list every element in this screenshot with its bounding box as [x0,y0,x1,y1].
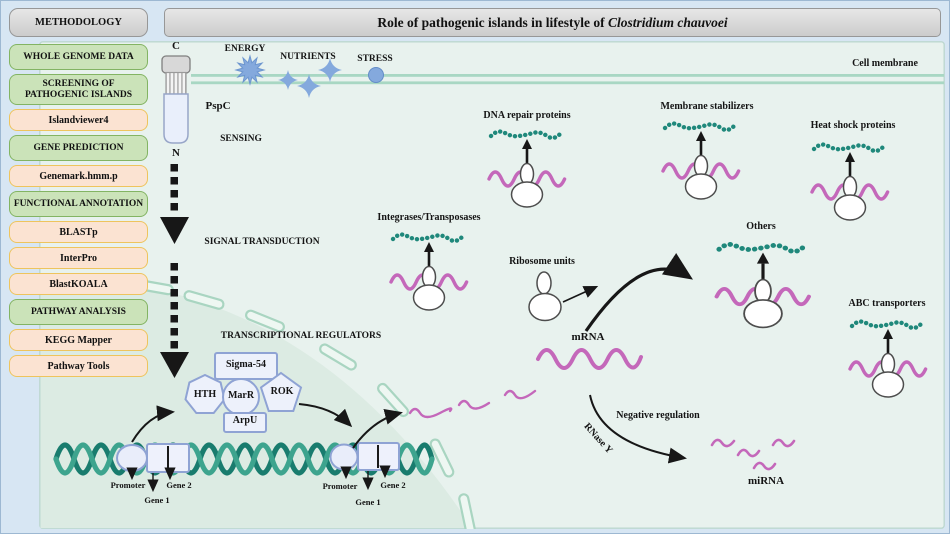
hth-shape [184,373,226,414]
receptor-transmembrane [165,71,187,95]
translation-arrow [584,253,693,332]
mirna-fragments [710,438,796,471]
rnase-degradation-arrow [589,394,687,464]
product-label-dna-repair-proteins: DNA repair proteins [483,110,571,121]
sidebar-item-interpro: InterPro [9,247,148,270]
nascent-mrna [408,389,537,419]
sparkle-star-icon [278,70,298,90]
methodology-header: METHODOLOGY [9,8,148,37]
mirna-label: miRNA [747,475,785,487]
sensing-label: SENSING [220,134,262,144]
sidebar-item-screening-of-pathogenic-islands: SCREENING OF PATHOGENIC ISLANDS [9,74,148,106]
ribosome-join-arrow [562,286,599,303]
site2-gene1-label: Gene 1 [355,497,381,507]
site2-promoter-label: Promoter [322,481,358,491]
methodology-title: METHODOLOGY [35,17,122,28]
stress-label: STRESS [357,54,393,64]
ribosome-units-icon [528,271,562,322]
methodology-sidebar: WHOLE GENOME DATA SCREENING OF PATHOGENIC… [9,44,148,378]
sidebar-item-blastkoala: BlastKOALA [9,273,148,296]
sidebar-item-kegg-mapper: KEGG Mapper [9,329,148,352]
species-name: Clostridium chauvoei [607,14,728,30]
promoter-to-regulators-arrow [131,405,175,443]
nucleoid-boundary [132,278,476,529]
site1-promoter-label: Promoter [110,480,146,490]
mrna-label: mRNA [571,331,605,343]
product-label-integrases-transposases: Integrases/Transposases [377,212,481,223]
energy-label: ENERGY [224,44,266,54]
cell-membrane [191,74,944,85]
sparkle-star-icon [297,74,321,98]
sidebar-item-whole-genome-data: WHOLE GENOME DATA [9,44,148,70]
rok-shape [259,371,303,412]
sidebar-item-pathway-analysis: PATHWAY ANALYSIS [9,299,148,326]
sidebar-item-functional-annotation: FUNCTIONAL ANNOTATION [9,191,148,218]
operon-site-2 [329,442,400,491]
regulators-to-operon-arrow [298,403,353,428]
signal-transduction-arrow [160,164,189,378]
burst-icon [234,54,266,86]
product-label-others: Others [746,221,776,232]
flow-arrows [131,253,693,464]
arpu-shape [223,412,267,433]
site1-gene1-label: Gene 1 [144,495,170,505]
n-terminus-label: N [172,147,180,159]
site2-gene2-label: Gene 2 [380,480,406,490]
operon-site-1 [116,443,190,493]
figure-title: Role of pathogenic islands in lifestyle … [377,14,728,30]
pspc-receptor [161,55,191,144]
diagram-panel [39,41,945,529]
sidebar-item-genemark-hmm-p: Genemark.hmm.p [9,165,148,188]
hth-label: HTH [193,389,217,400]
cell-membrane-label: Cell membrane [852,58,918,69]
product-label-heat-shock-proteins: Heat shock proteins [810,120,896,131]
sidebar-item-pathway-tools: Pathway Tools [9,355,148,378]
c-terminus-label: C [172,40,180,52]
rok-label: ROK [270,386,294,397]
sidebar-item-blastp: BLASTp [9,221,148,244]
sparkle-star-icon [318,58,342,82]
sidebar-item-gene-prediction: GENE PREDICTION [9,135,148,162]
figure-title-bar: Role of pathogenic islands in lifestyle … [164,8,941,37]
receptor-cap [161,55,191,74]
site1-gene2-label: Gene 2 [166,480,192,490]
receptor-body [163,93,189,144]
sigma54-label: Sigma-54 [226,359,266,370]
transcriptional-regulator-shapes [184,352,303,433]
marr-label: MarR [227,390,255,401]
arpu-label: ArpU [232,415,258,426]
product-label-membrane-stabilizers: Membrane stabilizers [660,101,754,112]
pspc-label: PspC [205,100,231,112]
mrna-strand [536,348,643,370]
negative-regulation-label: Negative regulation [616,410,700,421]
transcription-arrow [352,409,403,449]
signal-transduction-label: SIGNAL TRANSDUCTION [204,237,320,247]
stress-dot-icon [368,67,384,83]
sidebar-item-islandviewer4: Islandviewer4 [9,109,148,132]
nutrients-label: NUTRIENTS [280,52,336,62]
transcriptional-regulators-label: TRANSCRIPTIONAL REGULATORS [220,331,382,341]
ribosome-units-label: Ribosome units [509,256,575,267]
product-label-abc-transporters: ABC transporters [848,298,926,309]
